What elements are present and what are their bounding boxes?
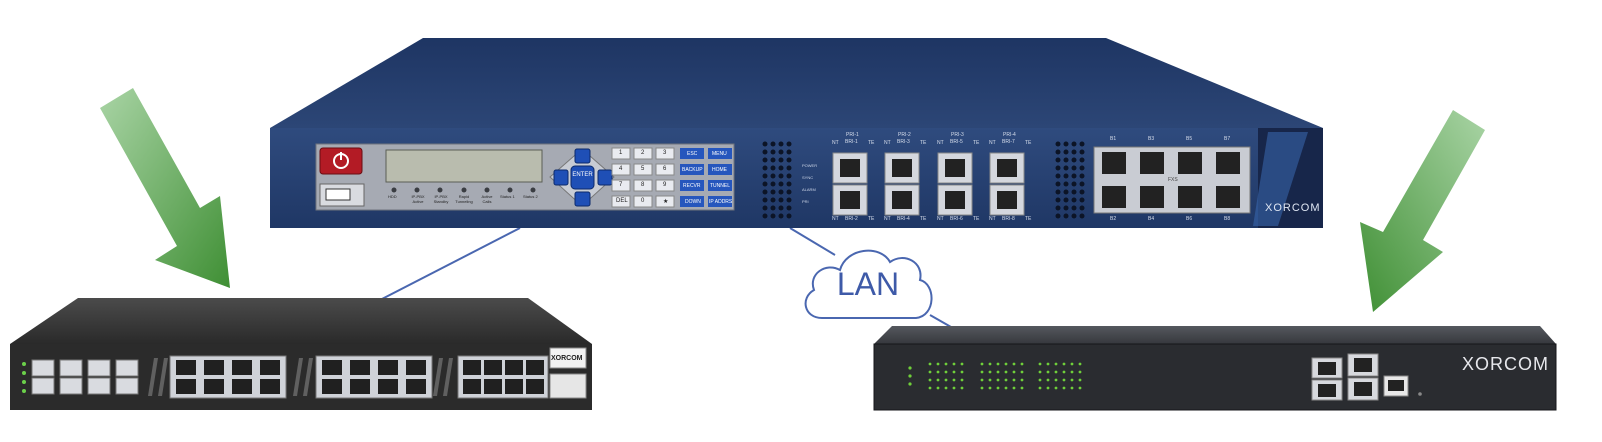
pri-1-te-label: TE [868,140,875,146]
led-label-status-2: Status 2 [523,194,538,199]
home-button[interactable]: HOME [712,167,727,173]
vent-grille-right [1055,141,1085,219]
bri-4-label: BRI-4 [897,216,910,222]
keypad-keys [611,147,675,208]
recvr-button[interactable]: RECVR [683,183,701,189]
arrow-right-icon [1360,110,1485,312]
right-led-grid [908,362,1082,390]
lan-cloud-icon [804,249,933,319]
pri-3-te-label: TE [973,140,980,146]
status-label-alarm: ALARM [802,187,816,192]
led-label-pbx-standby: IP-PBX Standby [433,194,449,204]
lan-label: LAN [836,266,900,302]
arrow-left-icon [100,88,230,288]
led-label-active-calls: Active Calls [481,194,493,204]
pri-4-te-label: TE [1025,140,1032,146]
pri-port-labels: PRI-1 BRI-1 NT TE PRI-2 BRI-3 NT TE PRI-… [828,132,1068,224]
status-label-pri: PRI [802,199,809,204]
pri-4-nt-label: NT [989,140,996,146]
key-0[interactable]: 0 [641,198,645,204]
main-brand-logo: XORCOM [1265,202,1321,214]
left-pri-ports [31,359,139,395]
main-appliance [270,38,1323,228]
bri-2-label: BRI-2 [845,216,858,222]
nav-enter-label: ENTER [572,172,593,178]
fxs-b8-label: B8 [1224,216,1231,222]
bri-4-te-label: TE [920,216,927,222]
backup-button[interactable]: BACKUP [682,167,703,173]
status-label-power: POWER [802,163,818,168]
fxs-b7-label: B7 [1224,136,1231,142]
bri-4-nt-label: NT [884,216,891,222]
left-device [10,298,592,410]
bri-5-label: BRI-5 [950,139,963,145]
left-brand-logo: XORCOM [551,355,583,362]
fxs-b4-label: B4 [1148,216,1155,222]
fxs-b3-label: B3 [1148,136,1155,142]
vent-grille-left [762,141,792,219]
led-label-hdd: HDD [388,194,397,199]
bri-8-nt-label: NT [989,216,996,222]
status-label-sync: SYNC [802,175,814,180]
key-7[interactable]: 7 [619,182,623,188]
pri-3-nt-label: NT [937,140,944,146]
key-2[interactable]: 2 [641,150,645,156]
fxs-labels: B1 B3 B5 B7 FXS B2 B4 B6 B8 [1094,136,1254,226]
pri-ports [832,152,1025,216]
link-line-center [789,227,836,256]
fxs-b5-label: B5 [1186,136,1193,142]
status-led-labels: POWER SYNC ALARM PRI [802,160,826,208]
bri-2-nt-label: NT [832,216,839,222]
esc-button[interactable]: ESC [687,151,698,157]
fxs-ports [1102,152,1240,208]
fxs-b1-label: B1 [1110,136,1117,142]
tunnel-button[interactable]: TUNNEL [710,183,731,189]
bri-8-te-label: TE [1025,216,1032,222]
link-line-left [379,227,521,301]
keypad-labels: 1 2 3 4 5 6 7 8 9 DEL 0 ★ [612,148,676,210]
pri-1-label: PRI-1 [846,132,859,138]
bri-3-label: BRI-3 [897,139,910,145]
led-label-pbx-active: IP-PBX Active [411,194,425,204]
key-3[interactable]: 3 [663,150,667,156]
led-label-status-1: Status 1 [500,194,515,199]
key-6[interactable]: 6 [663,166,667,172]
pri-3-label: PRI-3 [951,132,964,138]
key-star[interactable]: ★ [663,199,669,205]
key-4[interactable]: 4 [619,166,623,172]
function-keys [680,148,732,207]
pri-2-nt-label: NT [884,140,891,146]
panel-led-labels: HDD IP-PBX Active IP-PBX Standby Rapid T… [380,194,580,208]
menu-button[interactable]: MENU [712,151,727,157]
pri-1-nt-label: NT [832,140,839,146]
bri-6-label: BRI-6 [950,216,963,222]
pri-2-label: PRI-2 [898,132,911,138]
right-brand-logo: XORCOM [1462,354,1549,374]
bri-6-te-label: TE [973,216,980,222]
key-9[interactable]: 9 [663,182,667,188]
panel-leds [391,187,536,193]
key-8[interactable]: 8 [641,182,645,188]
fxs-label: FXS [1168,177,1178,183]
key-5[interactable]: 5 [641,166,645,172]
function-key-labels: ESC MENU BACKUP HOME RECVR TUNNEL DOWN I… [680,148,734,210]
right-ethernet-ports [1311,353,1422,401]
ip-addrs-button[interactable]: IP ADDRS [709,199,733,205]
bri-2-te-label: TE [868,216,875,222]
bri-6-nt-label: NT [937,216,944,222]
bri-8-label: BRI-8 [1002,216,1015,222]
fxs-b2-label: B2 [1110,216,1117,222]
led-label-rapid-tunneling: Rapid Tunneling [455,194,473,204]
down-button[interactable]: DOWN [685,199,701,205]
key-1[interactable]: 1 [619,150,623,156]
fxs-b6-label: B6 [1186,216,1193,222]
right-device [873,326,1557,411]
bri-7-label: BRI-7 [1002,139,1015,145]
pri-2-te-label: TE [920,140,927,146]
pri-4-label: PRI-4 [1003,132,1016,138]
bri-1-label: BRI-1 [845,139,858,145]
key-del[interactable]: DEL [616,198,628,204]
